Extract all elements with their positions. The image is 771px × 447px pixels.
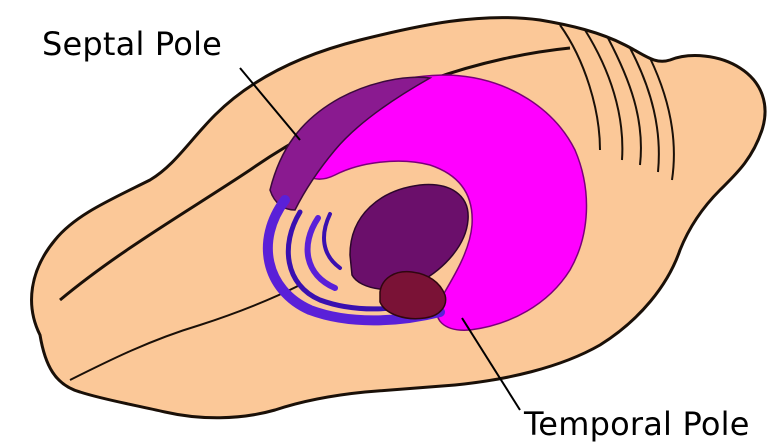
septal-pole-label: Septal Pole	[42, 28, 222, 60]
temporal-pole-label: Temporal Pole	[524, 408, 750, 440]
